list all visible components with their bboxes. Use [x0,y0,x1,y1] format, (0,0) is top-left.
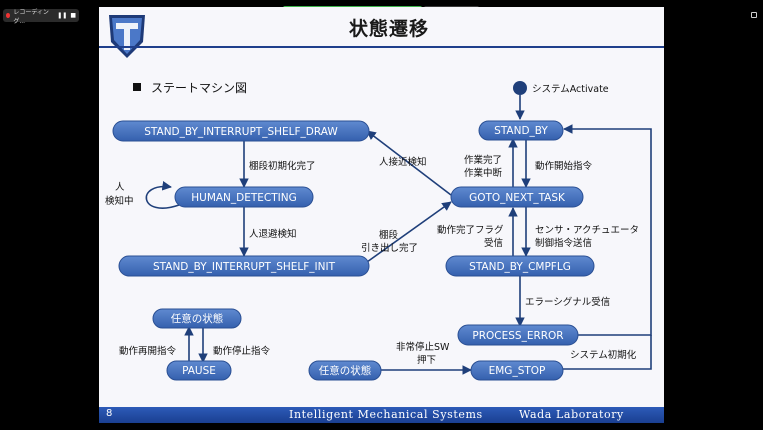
recording-indicator[interactable]: レコーディング... ❚❚ ■ [3,8,79,25]
state-cmpflg [445,255,595,277]
label-work-done-1: 作業完了 [464,154,502,166]
state-stand-by [478,120,564,141]
slide-title: 状態遷移 [349,18,430,40]
label-emg-sw-2: 押下 [417,354,436,366]
label-system-activate: システムActivate [532,84,609,95]
label-shelf-pull-1: 棚段 [379,229,399,241]
state-pause-label: PAUSE [182,365,216,377]
arrow-person-approach [366,130,452,196]
title-divider [99,46,664,48]
footer-right-text: Wada Laboratory [519,408,624,421]
state-any-2 [308,360,382,381]
subtitle-text: ステートマシン図 [151,81,248,95]
arrow-self-loop [145,181,180,209]
label-stop-cmd: 動作停止指令 [213,345,271,357]
label-work-done-2: 作業中断 [464,167,503,179]
arrow-system-init-2 [562,335,652,370]
label-sensor-cmd-1: センサ・アクチュエータ [535,225,639,236]
label-system-init: システム初期化 [570,349,637,361]
transition-arrows [145,95,652,375]
label-avoid-detect: 人退避検知 [249,228,297,240]
stop-icon[interactable]: ■ [70,12,76,19]
state-any-1-label: 任意の状態 [171,312,224,325]
label-shelf-pull-2: 引き出し完了 [361,242,418,254]
label-flag-recv-2: 受信 [484,237,503,249]
arrow-system-init-1 [563,124,652,336]
arrow-shelf-pull [366,201,452,263]
state-nodes [112,120,595,381]
label-human-self-1: 人 [115,182,125,193]
state-interrupt-draw [112,120,370,142]
transition-labels: システムActivate 棚段初期化完了 人接近検知 人 検知中 人退避検知 棚… [105,84,639,366]
slide-page-number: 8 [106,408,113,419]
state-process-error [457,324,579,346]
label-emg-sw-1: 非常停止SW [396,341,450,353]
presentation-slide: 状態遷移 ステートマシン図 [99,7,664,423]
state-human-detecting-label: HUMAN_DETECTING [191,192,297,204]
state-pause [166,360,232,381]
pause-icon[interactable]: ❚❚ [57,12,68,19]
initial-state-dot [513,81,527,95]
state-process-error-label: PROCESS_ERROR [472,330,563,342]
window-control-icon[interactable] [751,12,757,18]
state-cmpflg-label: STAND_BY_CMPFLG [469,261,571,273]
label-sensor-cmd-2: 制御指令送信 [535,237,592,249]
recording-label: レコーディング... [13,8,49,25]
label-person-approach: 人接近検知 [379,156,427,168]
state-human-detecting [174,186,314,208]
state-emg-stop-label: EMG_STOP [489,365,546,377]
state-goto-label: GOTO_NEXT_TASK [469,192,566,204]
state-emg-stop [470,360,564,381]
label-flag-recv-1: 動作完了フラグ [437,224,504,236]
footer-left-text: Intelligent Mechanical Systems [289,408,483,421]
state-interrupt-init [118,255,370,277]
label-shelf-init-complete: 棚段初期化完了 [249,160,316,172]
slide-footer [99,407,664,423]
label-start-cmd: 動作開始指令 [535,160,593,172]
slide-subtitle: ステートマシン図 [133,79,247,96]
state-goto-next-task [450,186,584,208]
state-stand-by-label: STAND_BY [494,125,548,137]
state-interrupt-init-label: STAND_BY_INTERRUPT_SHELF_INIT [153,261,336,273]
state-any-1 [152,308,242,329]
label-resume-cmd: 動作再開指令 [119,345,177,357]
state-any-2-label: 任意の状態 [319,364,372,377]
bullet-square-icon [133,83,141,91]
record-icon [6,13,11,18]
state-labels: STAND_BY_INTERRUPT_SHELF_DRAW HUMAN_DETE… [144,125,571,377]
state-interrupt-draw-label: STAND_BY_INTERRUPT_SHELF_DRAW [144,126,338,138]
state-machine-diagram: STAND_BY_INTERRUPT_SHELF_DRAW HUMAN_DETE… [105,81,652,381]
label-error-signal: エラーシグナル受信 [525,296,610,308]
label-human-self-2: 検知中 [105,195,134,207]
